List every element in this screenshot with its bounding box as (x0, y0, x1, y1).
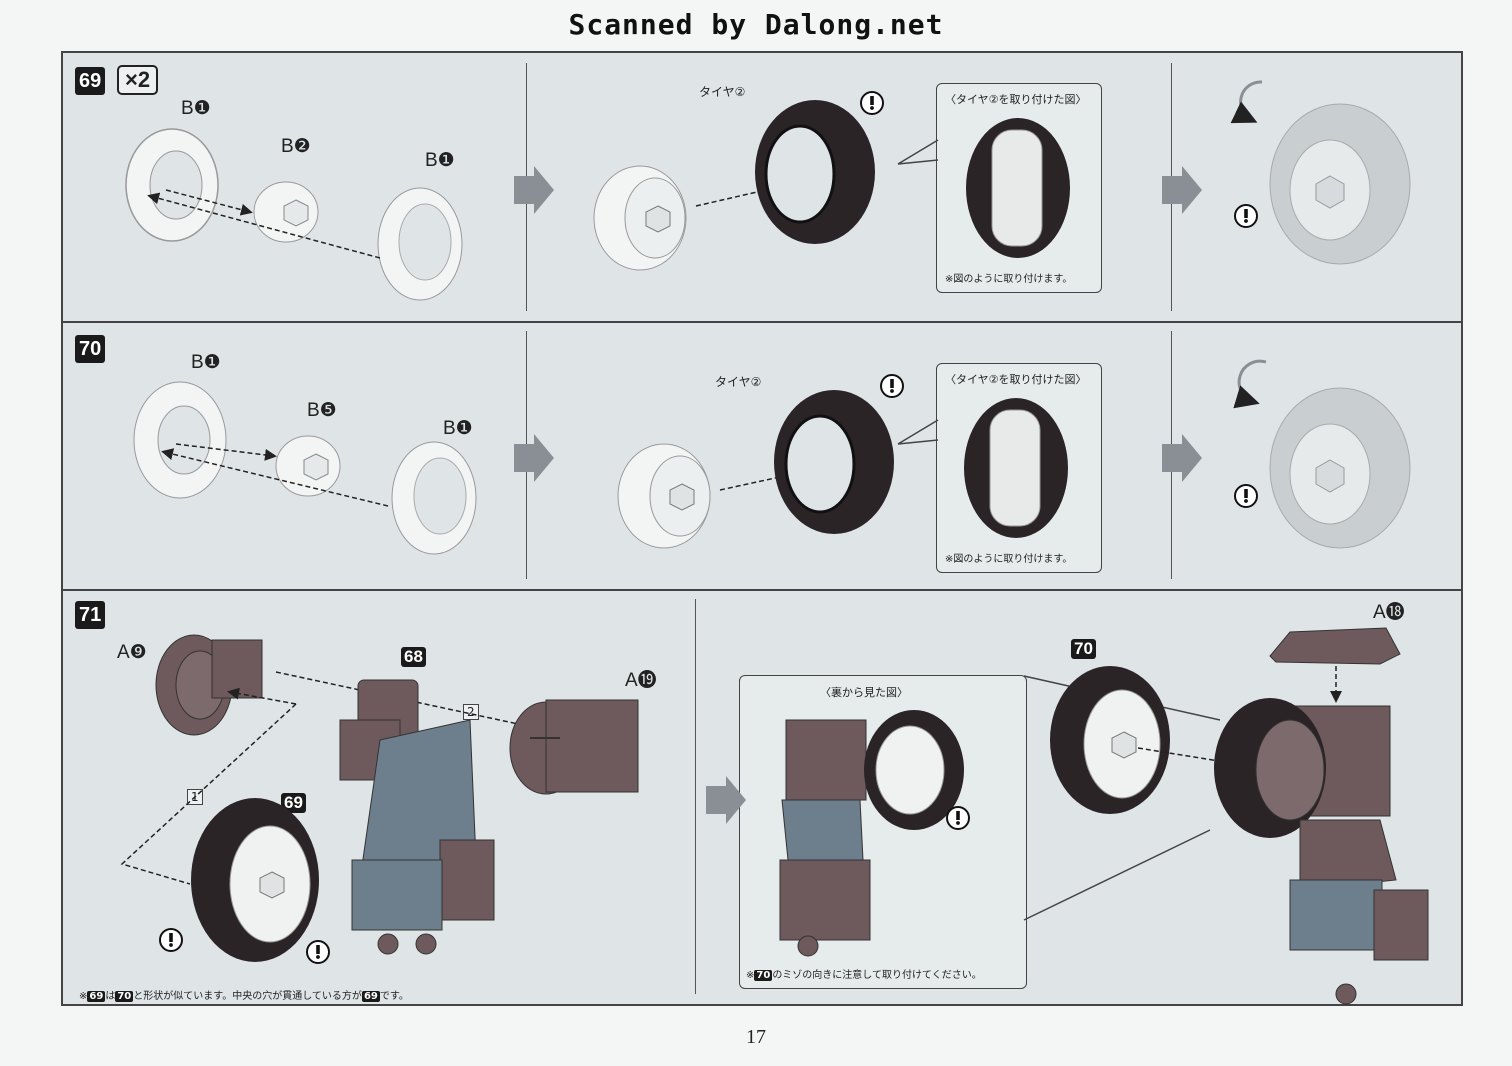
attached-tire-icon (966, 118, 1070, 258)
rotate-arrow-icon (1233, 359, 1267, 409)
cover-part-a18 (1269, 627, 1401, 665)
joint-part-a19 (509, 699, 639, 795)
next-arrow (514, 166, 554, 214)
finished-wheel (1269, 387, 1411, 549)
callout-pointer (897, 419, 939, 445)
next-arrow (1162, 434, 1202, 482)
note-text: のミゾの向きに注意して取り付けてください。 (772, 970, 982, 981)
joint-part-a9 (155, 634, 263, 736)
callout-title: 〈タイヤ②を取り付けた図〉 (945, 93, 1087, 106)
step-69-row: 69 ×2 B❶ B❷ B❶ タイヤ② 〈タイヤ②を取り付けた図〉 ※図のように… (63, 53, 1461, 323)
finished-wheel (1269, 103, 1411, 265)
assembly-arrow (227, 687, 297, 705)
callout-pointer (897, 139, 939, 165)
note-text: と形状が似ています。中央の穴が貫通している方が (133, 991, 362, 1002)
hub-core-b5 (275, 435, 341, 497)
watermark: Scanned by Dalong.net (568, 8, 944, 41)
page-number: 17 (746, 1026, 766, 1048)
part-label-b5: B❺ (307, 400, 337, 421)
next-arrow (1162, 166, 1202, 214)
back-view-title: 〈裏から見た図〉 (820, 686, 908, 699)
note-mark: ※ (746, 970, 755, 981)
tire-icon (774, 390, 894, 534)
note-text: です。 (379, 991, 409, 1002)
wheel-hub-assembled (617, 443, 711, 549)
assembly-arrow (161, 448, 389, 507)
order-step-2: 2 (463, 704, 479, 720)
note-ref-70: 70 (754, 970, 773, 981)
rotate-arrow-icon (1230, 80, 1263, 124)
part-label-b1-second: B❶ (425, 150, 455, 171)
wheel-70 (1050, 666, 1170, 814)
part-label-a9: A❾ (117, 642, 147, 663)
assembly-arrow (175, 443, 277, 461)
final-assembly (1214, 698, 1429, 1005)
back-view-assembly (779, 710, 964, 957)
reference-69: 69 (281, 793, 306, 813)
divider (695, 599, 696, 994)
hub-core-b2 (253, 181, 319, 243)
hub-ring-b1-second (377, 187, 463, 301)
hub-ring-b1-second (391, 441, 477, 555)
tire-icon (755, 100, 875, 244)
caution-icon (946, 806, 970, 830)
hub-ring-b1 (125, 128, 219, 242)
caution-icon (880, 374, 904, 398)
caution-icon (860, 91, 884, 115)
callout-note: ※図のように取り付けます。 (945, 274, 1073, 285)
reference-70: 70 (1071, 639, 1096, 659)
note-mark: ※ (79, 991, 88, 1002)
step-number-69: 69 (75, 67, 106, 95)
caution-icon (1234, 204, 1258, 228)
callout-note: ※図のように取り付けます。 (945, 554, 1073, 565)
assembly-arrow (165, 189, 253, 216)
note-ref-70: 70 (115, 991, 134, 1002)
attached-tire-icon (964, 398, 1068, 538)
part-label-b1: B❶ (191, 352, 221, 373)
note-ref-69: 69 (87, 991, 106, 1002)
part-label-b1-second: B❶ (443, 418, 473, 439)
step-number-71: 71 (75, 601, 106, 629)
wheel-69 (191, 798, 319, 962)
next-arrow (706, 776, 746, 824)
tire-label: タイヤ② (699, 85, 746, 99)
caution-icon (159, 928, 183, 952)
tire-label: タイヤ② (715, 375, 762, 389)
caution-icon (306, 940, 330, 964)
note-text: は (105, 991, 116, 1002)
step-number-70: 70 (75, 335, 106, 363)
part-label-b2: B❷ (281, 136, 311, 157)
multiplier-badge: ×2 (117, 65, 159, 95)
hub-ring-b1 (133, 381, 227, 499)
callout-pointer (1023, 829, 1211, 921)
note-ref-69: 69 (361, 991, 380, 1002)
part-label-b1: B❶ (181, 98, 211, 119)
caution-icon (1234, 484, 1258, 508)
assembly-arrow (275, 671, 577, 740)
assembly-arrow (1137, 747, 1253, 771)
reference-68: 68 (401, 647, 426, 667)
assembly-guide (120, 703, 297, 885)
part-label-a19: A⓳ (625, 670, 657, 691)
part-label-a18: A⓲ (1373, 602, 1405, 623)
wheel-hub-assembled (593, 165, 687, 271)
leg-frame (339, 679, 495, 955)
callout-title: 〈タイヤ②を取り付けた図〉 (945, 373, 1087, 386)
next-arrow (514, 434, 554, 482)
